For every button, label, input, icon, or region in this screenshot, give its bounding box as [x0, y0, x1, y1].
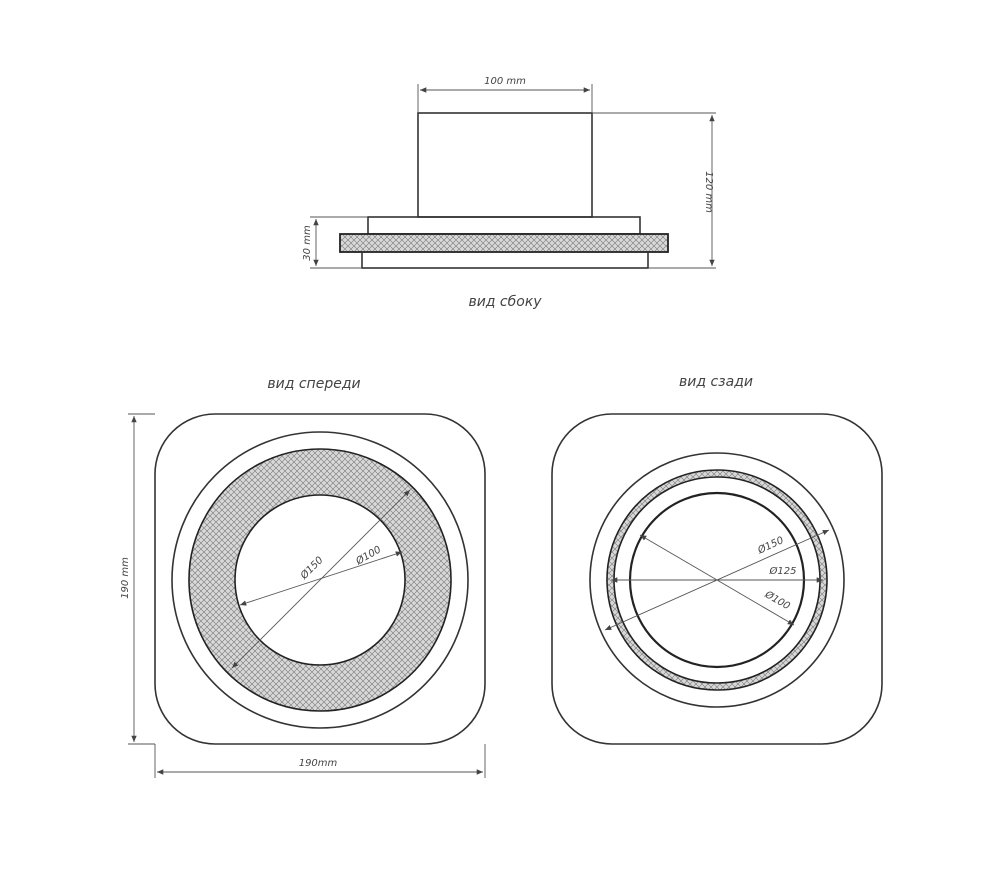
- back-view: вид сзади Ø150 Ø125 Ø100: [551, 374, 883, 745]
- side-view-width-label: 100 mm: [484, 76, 526, 87]
- front-view-inner-dia-label: Ø100: [353, 543, 383, 567]
- side-view-upper-collar: [367, 216, 641, 235]
- back-view-dia-150-label: Ø150: [755, 534, 785, 557]
- back-view-caption: вид сзади: [679, 374, 753, 390]
- side-view-flange-label: 30 mm: [302, 225, 313, 261]
- front-view-outline: [154, 413, 486, 745]
- back-view-dia-100-line: [639, 534, 795, 626]
- side-view-flange: [339, 233, 669, 253]
- back-view-hatched-ring: [606, 469, 828, 691]
- front-view-outer-ring: [171, 431, 469, 729]
- back-view-outline: [551, 413, 883, 745]
- front-view-width-label: 190mm: [299, 758, 338, 769]
- side-view: 100 mm 120 mm 30 mm вид сбоку: [302, 76, 716, 310]
- back-view-outer-circle: [589, 452, 845, 708]
- front-view-caption: вид спереди: [267, 376, 360, 392]
- side-view-height-label: 120 mm: [703, 171, 714, 213]
- back-view-dia-125-label: Ø125: [769, 565, 797, 577]
- side-view-lower-collar: [361, 251, 649, 269]
- side-view-cylinder: [417, 112, 593, 218]
- front-view: вид спереди Ø150 Ø100 190 mm 190mm: [120, 376, 486, 778]
- side-view-caption: вид сбоку: [468, 294, 542, 310]
- front-view-height-label: 190 mm: [120, 557, 131, 599]
- front-view-inner-dia-line: [239, 551, 403, 606]
